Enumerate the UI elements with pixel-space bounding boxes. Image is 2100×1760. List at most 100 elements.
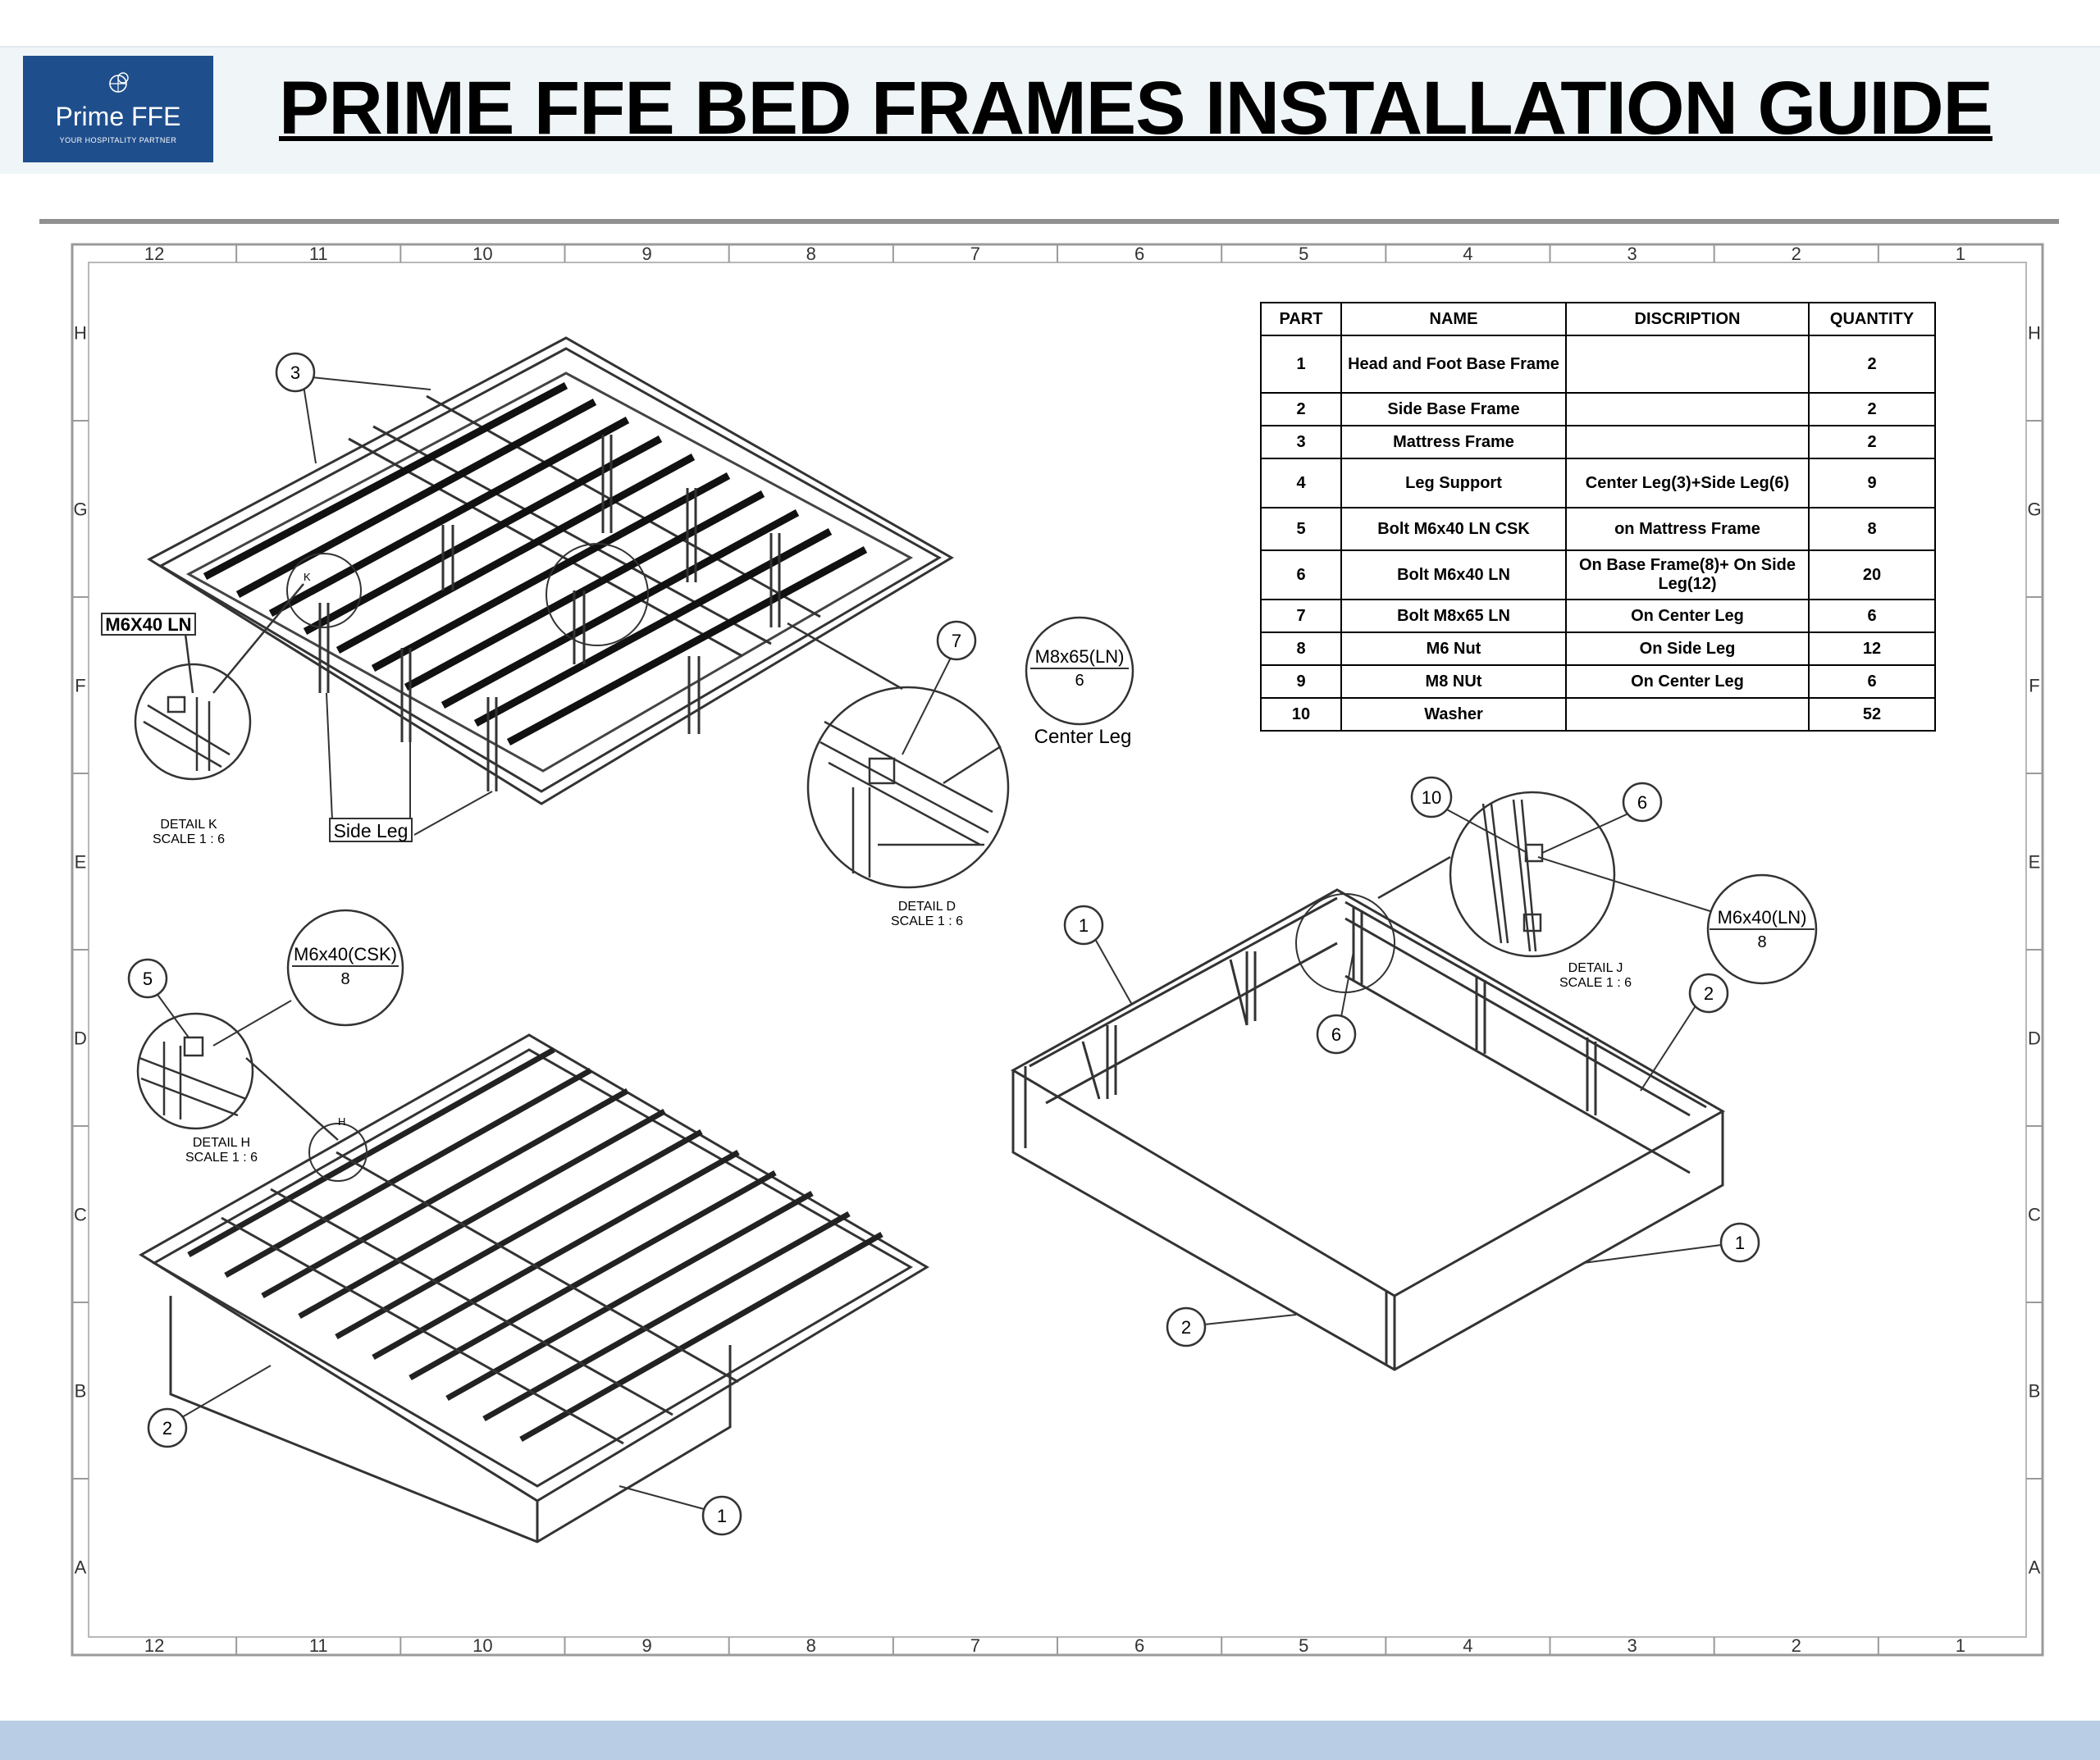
- m6x40-ln-callout: M6x40(LN) 8: [1537, 856, 1818, 985]
- cell-name: Side Base Frame: [1340, 392, 1567, 426]
- grid-col-label-top: 11: [309, 244, 328, 264]
- grid-row-label-right: H: [2028, 323, 2041, 344]
- grid-row-label-right: G: [2027, 499, 2041, 520]
- svg-text:2: 2: [162, 1418, 172, 1439]
- side-leg-label: Side Leg: [334, 820, 409, 841]
- grid-col-label-top: 3: [1627, 244, 1637, 264]
- m6x40-csk-callout: M6x40(CSK) 8: [212, 909, 404, 1046]
- logo-tagline: YOUR HOSPITALITY PARTNER: [59, 136, 177, 144]
- page-title: PRIME FFE BED FRAMES INSTALLATION GUIDE: [279, 66, 1993, 150]
- grid-col-label-top: 7: [970, 244, 980, 264]
- grid-col-label-bottom: 11: [309, 1635, 328, 1656]
- detail-j-title: DETAIL J: [1568, 961, 1623, 975]
- cell-quantity: 9: [1808, 458, 1936, 508]
- balloon-1-right-top: 1: [1063, 905, 1133, 1005]
- detail-k-title: DETAIL K: [160, 818, 217, 832]
- header-divider: [39, 219, 2059, 224]
- m6x40-csk-top: M6x40(CSK): [294, 944, 397, 964]
- m6x40-ln-label-box: [101, 613, 196, 636]
- grid-row-label-right: D: [2028, 1028, 2041, 1049]
- cell-quantity: 2: [1808, 392, 1936, 426]
- cell-name: M8 NUt: [1340, 664, 1567, 699]
- m8x65-bottom: 6: [1075, 672, 1084, 690]
- detail-j-scale: SCALE 1 : 6: [1559, 976, 1632, 990]
- grid-row-label-right: A: [2029, 1557, 2041, 1578]
- grid-col-label-top: 6: [1134, 244, 1144, 264]
- detail-d-view: [787, 622, 1010, 889]
- svg-text:2: 2: [1704, 983, 1714, 1004]
- grid-col-label-top: 5: [1299, 244, 1308, 264]
- grid-row-label-left: G: [73, 499, 87, 520]
- grid-col-label-top: 12: [144, 244, 164, 264]
- side-leg-leaders: [326, 692, 493, 836]
- detail-k-marker: K: [304, 571, 311, 583]
- mattress-frame-drawing: [146, 336, 954, 805]
- detail-h-marker: H: [338, 1115, 345, 1128]
- detail-h-view: [136, 1012, 339, 1141]
- balloon-7: 7: [902, 620, 977, 755]
- grid-col-label-bottom: 8: [806, 1635, 816, 1656]
- cell-quantity: 12: [1808, 632, 1936, 666]
- cell-quantity: 6: [1808, 664, 1936, 699]
- cell-description: Center Leg(3)+Side Leg(6): [1565, 458, 1810, 508]
- cell-part: 9: [1260, 664, 1342, 699]
- detail-k-view: [134, 583, 304, 781]
- grid-col-label-top: 1: [1956, 244, 1965, 264]
- grid-col-label-bottom: 4: [1463, 1635, 1472, 1656]
- grid-ticks: [72, 244, 2043, 1655]
- balloon-10: 10: [1410, 776, 1528, 854]
- cell-description: On Center Leg: [1565, 664, 1810, 699]
- cell-description: [1565, 335, 1810, 394]
- footer-band: [0, 1721, 2100, 1760]
- m6x40-csk-bottom: 8: [340, 970, 349, 988]
- cell-quantity: 52: [1808, 697, 1936, 732]
- cell-name: Head and Foot Base Frame: [1340, 335, 1567, 394]
- grid-row-label-left: A: [75, 1557, 87, 1578]
- balloon-2-right-lower: 2: [1166, 1306, 1297, 1347]
- cell-name: Bolt M8x65 LN: [1340, 599, 1567, 633]
- svg-text:1: 1: [1079, 915, 1089, 936]
- svg-text:3: 3: [290, 362, 300, 383]
- logo-globe-icon: [109, 72, 129, 93]
- grid-row-label-left: C: [74, 1205, 87, 1225]
- detail-h-title: DETAIL H: [193, 1136, 250, 1150]
- grid-row-label-left: B: [75, 1381, 87, 1402]
- grid-col-label-top: 4: [1463, 244, 1472, 264]
- grid-row-label-right: B: [2029, 1381, 2041, 1402]
- balloon-3: 3: [275, 352, 431, 464]
- balloon-1-left: 1: [619, 1485, 742, 1536]
- cell-name: Mattress Frame: [1340, 425, 1567, 459]
- m6x40-ln-top: M6x40(LN): [1718, 907, 1807, 928]
- svg-text:7: 7: [952, 631, 961, 651]
- cell-quantity: 6: [1808, 599, 1936, 633]
- cell-quantity: 8: [1808, 507, 1936, 551]
- cell-part: 2: [1260, 392, 1342, 426]
- cell-quantity: 20: [1808, 549, 1936, 600]
- header-name: NAME: [1340, 302, 1567, 336]
- cell-description: On Base Frame(8)+ On Side Leg(12): [1565, 549, 1810, 600]
- center-leg-label: Center Leg: [1034, 726, 1132, 748]
- base-frame-drawing: [1010, 888, 1726, 1371]
- grid-col-label-top: 2: [1792, 244, 1801, 264]
- detail-d-title: DETAIL D: [898, 900, 956, 914]
- balloon-6-detail: 6: [1541, 782, 1663, 854]
- cell-part: 7: [1260, 599, 1342, 633]
- grid-col-label-bottom: 12: [144, 1635, 164, 1656]
- grid-row-label-left: E: [75, 852, 87, 873]
- detail-d-scale: SCALE 1 : 6: [891, 914, 963, 928]
- cell-part: 1: [1260, 335, 1342, 394]
- grid-col-label-bottom: 9: [641, 1635, 651, 1656]
- cell-description: On Side Leg: [1565, 632, 1810, 666]
- cell-name: Bolt M6x40 LN: [1340, 549, 1567, 600]
- cell-name: Washer: [1340, 697, 1567, 732]
